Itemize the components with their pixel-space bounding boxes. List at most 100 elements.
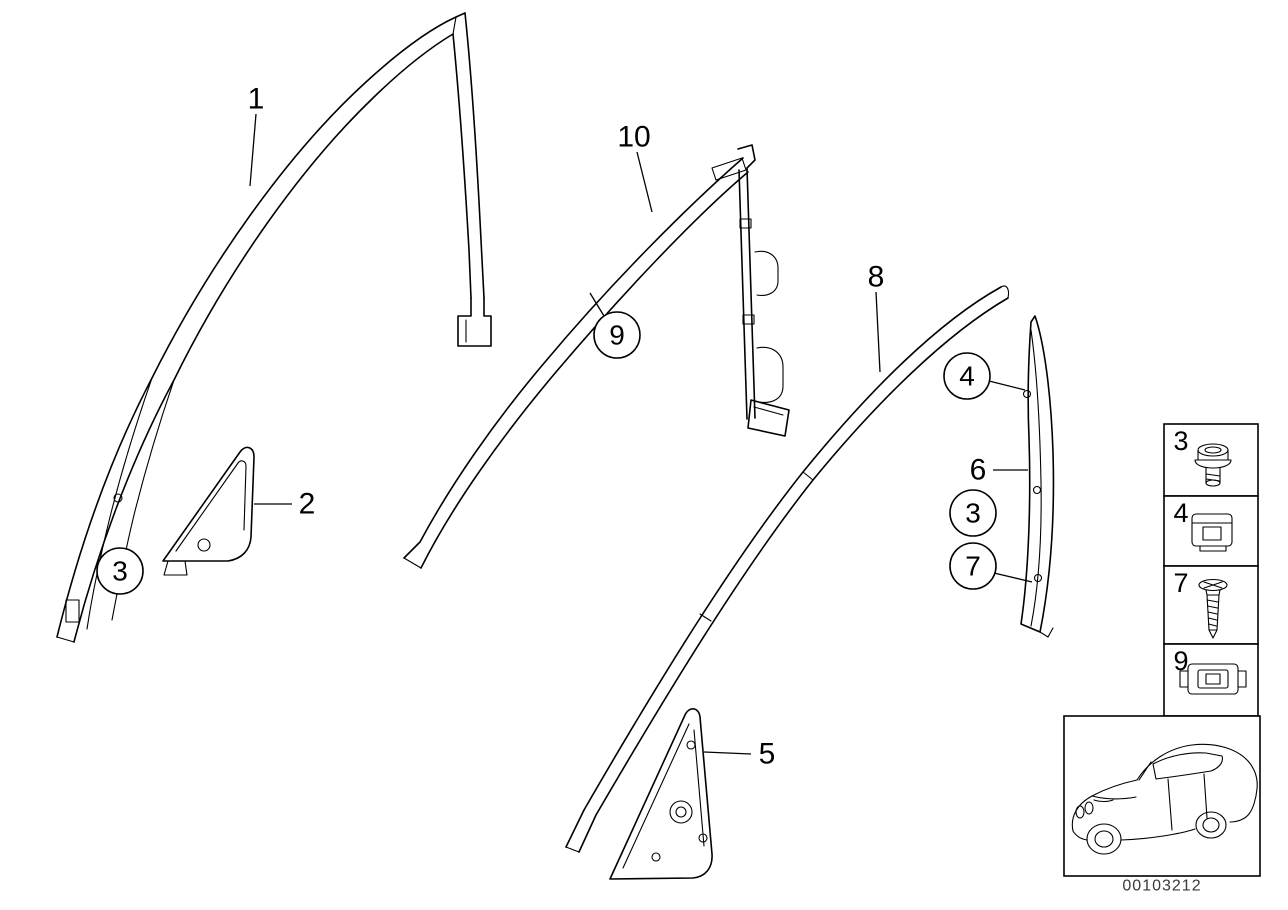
hex-bolt-icon	[1194, 443, 1232, 487]
callout-1[interactable]: 1	[248, 83, 265, 187]
art-line	[1204, 446, 1222, 454]
legend-number[interactable]: 3	[1173, 426, 1188, 456]
rear-wheel	[1195, 811, 1227, 839]
leader-line	[589, 292, 605, 317]
callout-number[interactable]: 2	[299, 488, 316, 521]
art-line	[1206, 599, 1219, 627]
front-wheel	[1086, 823, 1122, 855]
art-line	[1237, 670, 1247, 688]
leader-line	[249, 113, 257, 187]
kidney-grille	[1084, 801, 1094, 815]
leader-line	[993, 572, 1033, 583]
legend-number[interactable]: 7	[1173, 568, 1188, 598]
art-line	[1203, 773, 1208, 819]
callout-9[interactable]: 9	[589, 292, 641, 359]
legend-box[interactable]	[1163, 495, 1259, 567]
callout-number[interactable]: 10	[617, 121, 650, 154]
front-wheel-hub	[1094, 830, 1114, 848]
callout-3-left[interactable]: 3	[96, 547, 144, 595]
callout-2[interactable]: 2	[254, 488, 315, 521]
part-10-window-guide-frame	[403, 144, 790, 569]
legend-number[interactable]: 4	[1173, 498, 1188, 528]
callout-circle[interactable]	[949, 542, 997, 590]
art-line	[86, 377, 153, 630]
art-line	[1205, 589, 1221, 596]
art-line	[1191, 513, 1233, 547]
art-line	[711, 157, 747, 181]
art-line	[1199, 545, 1227, 552]
callout-circle[interactable]	[949, 489, 997, 537]
art-line	[464, 12, 485, 299]
leader-line	[636, 151, 653, 213]
art-line	[1039, 627, 1054, 638]
art-line	[1187, 663, 1239, 695]
part-2-mirror-triangle-cover	[162, 446, 255, 576]
callout-7[interactable]: 7	[949, 542, 1033, 590]
art-line	[1000, 285, 1010, 299]
art-line	[738, 169, 748, 420]
diagram-code: 00103212	[1122, 878, 1201, 895]
callout-number[interactable]: 3	[965, 498, 981, 529]
callout-number[interactable]: 8	[868, 261, 885, 294]
art-hole	[675, 806, 687, 818]
callout-5[interactable]: 5	[703, 738, 776, 771]
art-line	[56, 12, 466, 638]
art-hole	[669, 800, 693, 824]
art-line	[753, 406, 784, 416]
legend-item-3[interactable]: 3	[1163, 423, 1259, 497]
art-line	[1120, 828, 1196, 841]
callout-number[interactable]: 3	[112, 556, 128, 587]
callout-number[interactable]: 6	[970, 454, 987, 487]
art-line	[1202, 526, 1222, 541]
callout-number[interactable]: 7	[965, 551, 981, 582]
art-line	[1072, 830, 1088, 841]
leader-line	[703, 751, 752, 755]
art-line	[1167, 778, 1173, 831]
art-line	[403, 157, 744, 559]
callout-number[interactable]: 5	[759, 738, 776, 771]
part-6-b-pillar-trim	[1020, 315, 1055, 638]
art-line	[699, 613, 712, 622]
art-line	[1071, 743, 1258, 832]
art-detail	[65, 599, 80, 623]
callout-number[interactable]: 4	[959, 361, 975, 392]
callout-circle[interactable]	[593, 311, 641, 359]
art-line	[802, 471, 814, 481]
art-line	[756, 346, 784, 403]
callout-number[interactable]: 9	[609, 320, 625, 351]
car-locator[interactable]	[1063, 715, 1261, 877]
art-line	[1138, 761, 1152, 781]
legend-item-7[interactable]: 7	[1163, 565, 1259, 645]
callout-circle[interactable]	[943, 352, 991, 400]
callout-6[interactable]: 6	[970, 454, 1028, 487]
art-line	[1179, 670, 1189, 688]
legend-item-4[interactable]: 4	[1163, 495, 1259, 567]
art-line	[746, 167, 756, 419]
callout-10[interactable]: 10	[617, 121, 653, 213]
art-line	[578, 297, 1009, 853]
callout-8[interactable]: 8	[868, 261, 885, 373]
callout-3-right[interactable]: 3	[949, 489, 997, 537]
part-8-roof-trim-strip	[565, 285, 1010, 853]
callout-4[interactable]: 4	[943, 352, 1026, 400]
art-hole	[1033, 573, 1043, 583]
art-hole	[651, 852, 661, 862]
art-line	[1197, 449, 1229, 461]
legend-item-9[interactable]: 9	[1163, 643, 1259, 717]
art-detail	[113, 493, 123, 503]
rear-wheel-hub	[1202, 817, 1220, 833]
callout-number[interactable]: 1	[248, 83, 265, 116]
kidney-grille	[1075, 805, 1085, 819]
art-line	[1194, 459, 1232, 469]
art-line	[73, 33, 454, 643]
art-line	[754, 250, 779, 296]
legend-number[interactable]: 9	[1173, 646, 1188, 676]
art-line	[693, 729, 705, 847]
callout-circle[interactable]	[96, 547, 144, 595]
art-line	[1152, 752, 1223, 780]
art-line	[1205, 479, 1221, 487]
art-detail	[739, 218, 752, 229]
art-line	[163, 560, 188, 576]
car-box[interactable]	[1063, 715, 1261, 877]
